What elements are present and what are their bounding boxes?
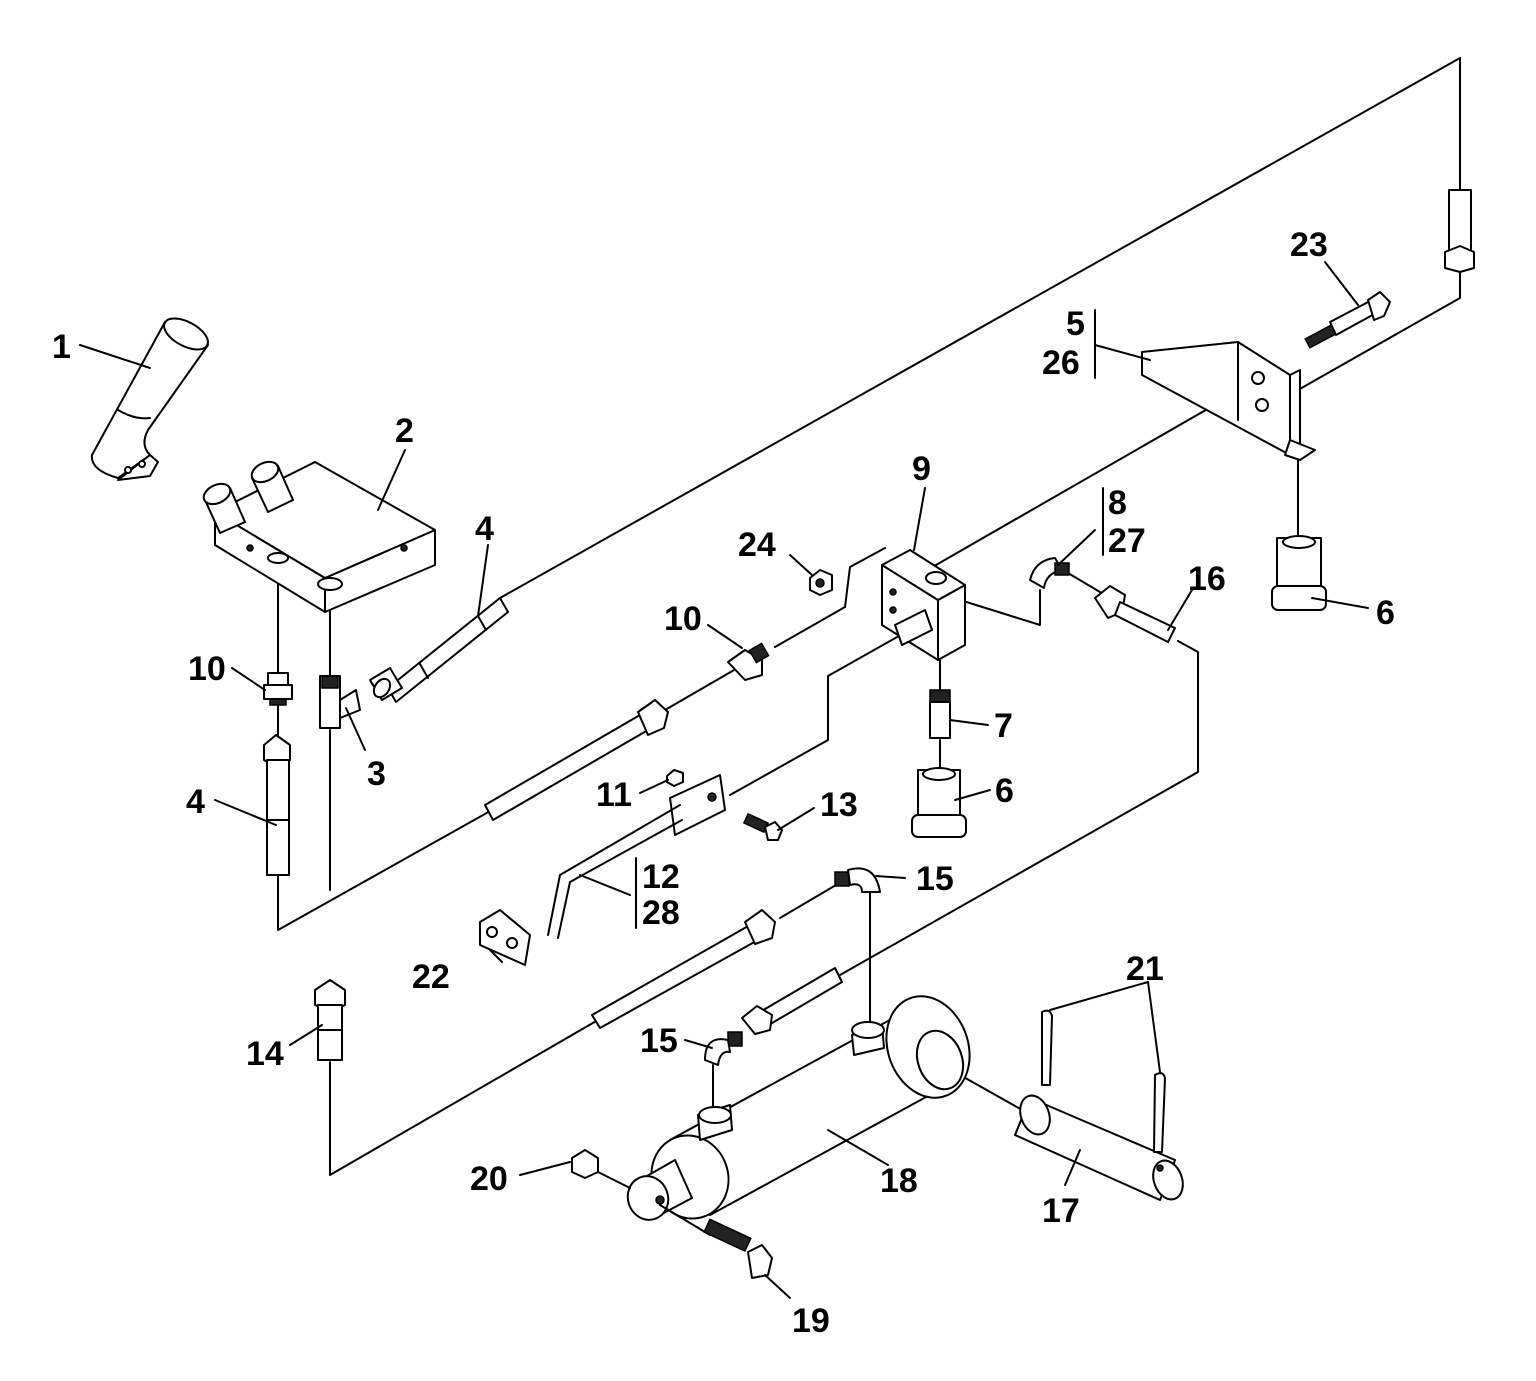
hose-4-upper (369, 597, 509, 703)
adapter-7 (929, 689, 951, 739)
callout-27: 27 (1108, 522, 1146, 560)
callout-22: 22 (412, 958, 450, 996)
callout-10-middle: 10 (664, 600, 702, 638)
callout-9: 9 (912, 450, 931, 488)
hose-fitting-top-right (1444, 189, 1475, 273)
callout-15-upper: 15 (916, 860, 954, 898)
hose-14 (314, 979, 346, 1061)
callout-group-bars (635, 309, 1104, 929)
handle-part (90, 317, 209, 481)
hydraulic-cylinder-18 (626, 995, 971, 1221)
callout-23: 23 (1290, 226, 1328, 264)
callout-16: 16 (1188, 560, 1226, 598)
callout-8: 8 (1108, 484, 1127, 522)
callout-13: 13 (820, 786, 858, 824)
leader-lines (79, 261, 1369, 1299)
callout-11: 11 (596, 776, 632, 814)
callout-4-left: 4 (186, 783, 205, 821)
callout-12: 12 (642, 858, 680, 896)
callout-28: 28 (642, 894, 680, 932)
callout-17: 17 (1042, 1192, 1080, 1230)
callout-20: 20 (470, 1160, 508, 1198)
callout-labels: 1 2 4 5 26 23 9 24 8 27 16 6 10 10 3 7 4… (52, 226, 1395, 1340)
elbow-15-upper (834, 867, 881, 893)
nut-20 (571, 1149, 631, 1189)
callout-6-middle: 6 (995, 772, 1014, 810)
mount-bracket-12 (547, 774, 726, 939)
bolt-13 (742, 812, 783, 841)
callout-24: 24 (738, 526, 776, 564)
callout-6-right: 6 (1376, 594, 1395, 632)
coupler-6-middle (911, 767, 967, 838)
coupler-6-right (1271, 535, 1327, 611)
callout-3: 3 (367, 755, 386, 793)
control-valve-block (202, 460, 436, 613)
callout-7: 7 (994, 707, 1013, 745)
plate-22 (479, 909, 531, 966)
callout-5: 5 (1066, 305, 1085, 343)
elbow-15-lower (704, 1031, 743, 1066)
callout-1: 1 (52, 328, 71, 366)
cotter-pins-21 (1041, 1009, 1166, 1153)
fitting-10-middle (727, 642, 770, 681)
callout-21: 21 (1126, 950, 1164, 988)
hose-4-left (263, 734, 291, 876)
hose-lower-short (741, 967, 843, 1035)
bolt-19 (659, 1204, 773, 1279)
callout-4-upper: 4 (475, 510, 494, 548)
bracket-5 (1141, 341, 1316, 461)
hose-long-middle (484, 699, 669, 821)
hose-end-16 (1094, 585, 1176, 643)
manifold-block-9 (881, 549, 966, 661)
hose-lower-long (591, 909, 776, 1029)
bolt-23 (1304, 291, 1391, 349)
fitting-10-left (263, 672, 293, 706)
callout-18: 18 (880, 1162, 918, 1200)
callout-10-left: 10 (188, 650, 226, 688)
nut-11 (666, 769, 684, 787)
pin-17 (1014, 1094, 1184, 1201)
nut-24 (809, 569, 833, 596)
callout-26: 26 (1042, 344, 1080, 382)
hose-routing-lines (277, 57, 1461, 1176)
callout-2: 2 (395, 412, 414, 450)
callout-14: 14 (246, 1035, 284, 1073)
tee-fitting-3 (319, 675, 361, 729)
callout-15-lower: 15 (640, 1022, 678, 1060)
elbow-8 (1029, 557, 1070, 589)
callout-19: 19 (792, 1302, 830, 1340)
